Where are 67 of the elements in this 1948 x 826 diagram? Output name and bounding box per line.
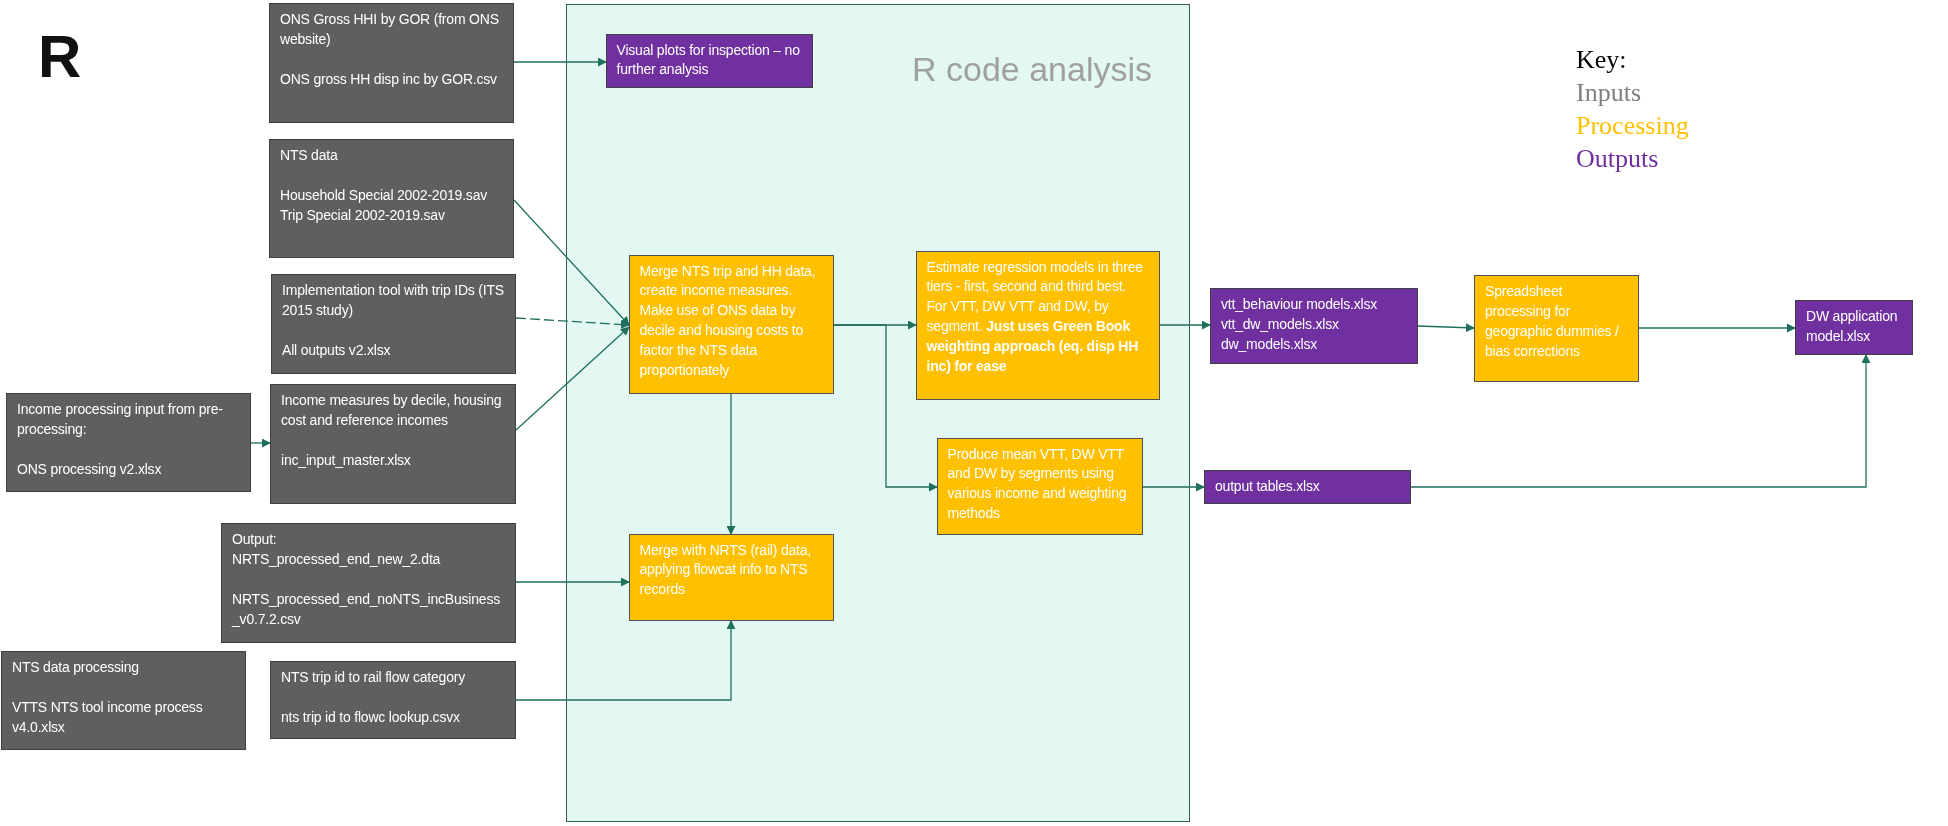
box-text: ONS processing v2.xlsx bbox=[17, 459, 163, 479]
input-box bbox=[1, 651, 246, 750]
box-text: Income processing input from pre-processing: bbox=[17, 400, 224, 439]
box-text: Spreadsheet processing for geographic dummies / bias corrections bbox=[1485, 282, 1620, 361]
input-box bbox=[269, 3, 514, 123]
arrow bbox=[513, 57, 607, 67]
input-box bbox=[6, 393, 251, 492]
arrow bbox=[726, 393, 736, 535]
arrow bbox=[250, 438, 271, 448]
box-text: NRTS_processed_end_noNTS_incBusiness_v0.7.2.csv bbox=[232, 589, 502, 629]
process-box bbox=[1474, 275, 1639, 382]
box-text: Visual plots for inspection – no further analysis bbox=[616, 40, 801, 80]
box-text: vtt_behaviour models.xlsx bbox=[1221, 295, 1379, 314]
box-text: NTS trip id to rail flow category bbox=[281, 668, 467, 687]
arrow bbox=[1142, 482, 1205, 492]
box-text: nts trip id to flowc lookup.csvx bbox=[281, 707, 461, 727]
process-box bbox=[628, 533, 834, 621]
arrow bbox=[833, 324, 938, 492]
box-text: All outputs v2.xlsx bbox=[282, 340, 392, 360]
box-text: DW application model.xlsx bbox=[1806, 307, 1899, 346]
box-text: ONS gross HH disp inc by GOR.csv bbox=[280, 69, 498, 89]
box-text: NRTS_processed_end_new_2.dta bbox=[232, 549, 442, 569]
arrow bbox=[515, 317, 630, 329]
box-text: dw_models.xlsx bbox=[1221, 334, 1318, 354]
box-text: Implementation tool with trip IDs (ITS 2015 study) bbox=[282, 281, 505, 320]
arrow bbox=[1159, 320, 1211, 330]
box-text: Output: bbox=[232, 530, 278, 549]
box-text: vtt_dw_models.xlsx bbox=[1221, 314, 1340, 334]
arrow bbox=[1417, 323, 1475, 333]
output-box bbox=[1204, 470, 1411, 504]
process-box bbox=[915, 250, 1160, 400]
arrow bbox=[1410, 354, 1871, 488]
title: R bbox=[38, 22, 82, 91]
box-text: Income measures by decile, housing cost and reference incomes bbox=[281, 391, 503, 430]
box-text: NTS data bbox=[280, 146, 339, 165]
arrow bbox=[515, 326, 630, 431]
process-box bbox=[628, 254, 834, 394]
box-text: NTS data processing bbox=[12, 658, 140, 677]
legend-entry: Inputs bbox=[1576, 77, 1641, 109]
output-box bbox=[1210, 288, 1418, 364]
group-panel bbox=[566, 4, 1190, 822]
box-text: VTTS NTS tool income process v4.0.xlsx bbox=[12, 697, 204, 737]
arrow bbox=[515, 577, 630, 587]
input-box bbox=[269, 139, 514, 258]
output-box bbox=[1795, 300, 1913, 355]
key-heading: Key: bbox=[1576, 44, 1627, 76]
arrow bbox=[513, 199, 630, 326]
box-text: Produce mean VTT, DW VTT and DW by segments using various income and weighting methods bbox=[947, 444, 1128, 524]
input-box bbox=[270, 384, 516, 504]
input-box bbox=[271, 274, 516, 374]
arrow bbox=[1638, 323, 1796, 333]
input-box bbox=[270, 661, 516, 739]
arrow bbox=[515, 620, 736, 701]
legend-entry: Outputs bbox=[1576, 143, 1659, 175]
box-text: ONS Gross HHI by GOR (from ONS website) bbox=[280, 10, 500, 49]
output-box bbox=[605, 33, 813, 88]
box-text: Merge with NRTS (rail) data, applying flowcat info to NTS records bbox=[639, 540, 813, 600]
input-box bbox=[221, 523, 516, 643]
process-box bbox=[936, 437, 1143, 535]
legend-entry: Processing bbox=[1576, 110, 1689, 142]
group-heading: R code analysis bbox=[912, 49, 1152, 90]
box-text: inc_input_master.xlsx bbox=[281, 450, 412, 470]
box-text: Merge NTS trip and HH data, create income measures. Make use of ONS data by decile and housing costs to factor the NTS data proportionately bbox=[639, 261, 817, 380]
box-text: Trip Special 2002-2019.sav bbox=[280, 205, 446, 225]
box-text: output tables.xlsx bbox=[1215, 477, 1321, 496]
box-text: Household Special 2002-2019.sav bbox=[280, 185, 489, 205]
box-text: Estimate regression models in three tiers - first, second and third best. For VTT, DW VTT and DW, by segment. Just uses Green Book weighting approach (eq. disp HH inc) for ease bbox=[926, 257, 1144, 376]
